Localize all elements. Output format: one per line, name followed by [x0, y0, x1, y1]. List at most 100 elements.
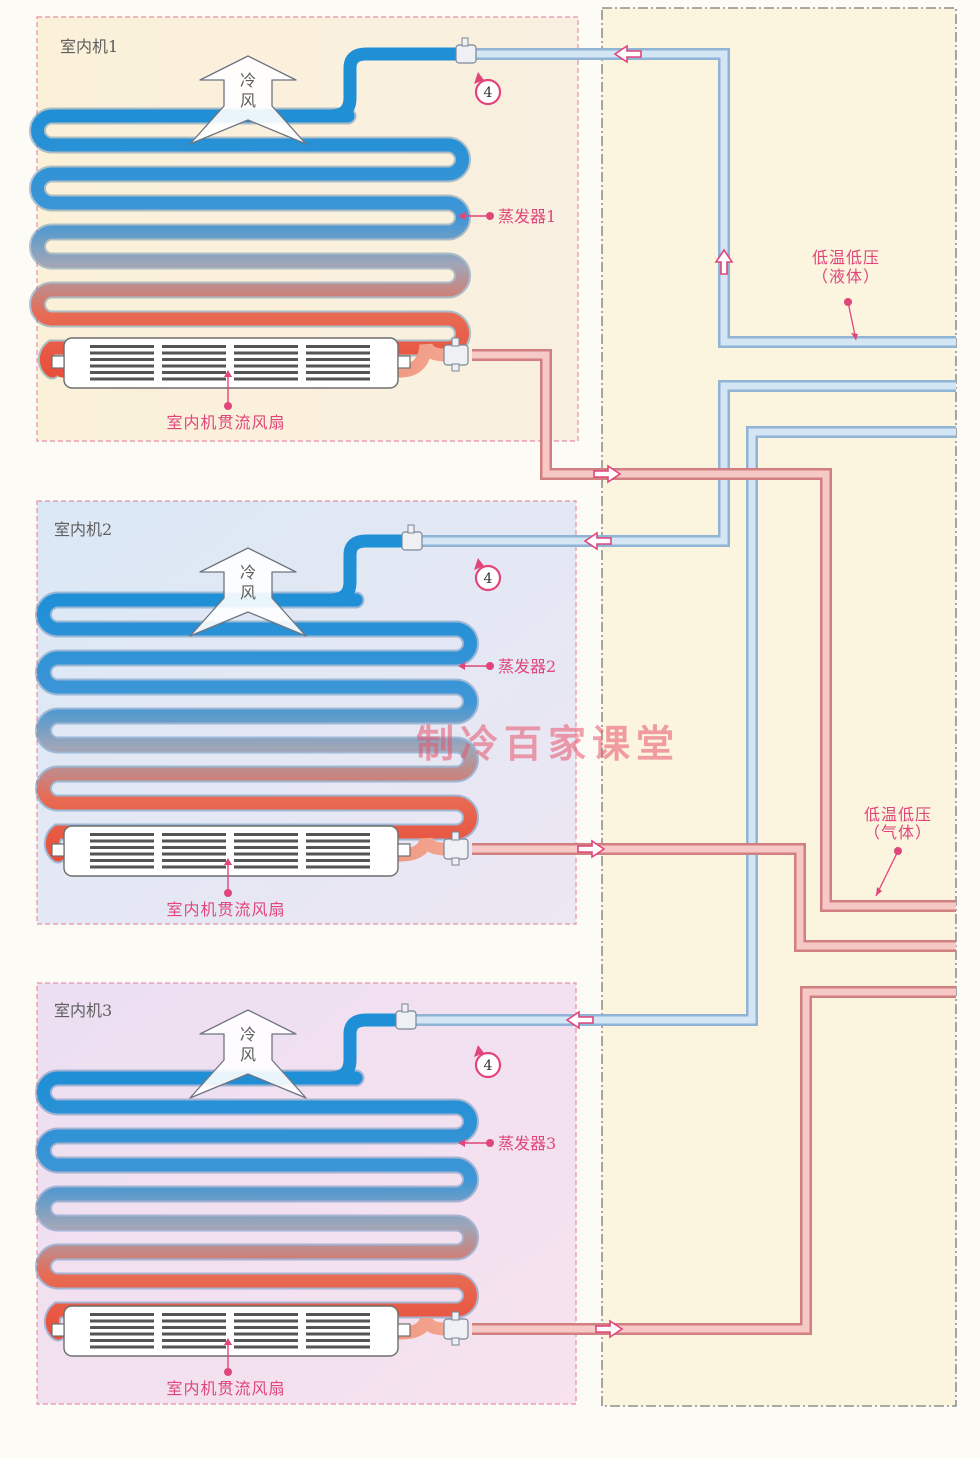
liquid-lines [410, 48, 956, 1026]
gas-valve-stem-bottom [451, 1337, 460, 1346]
gas-valve [443, 344, 469, 366]
fan-blade [306, 1319, 370, 1323]
fan-blade [306, 1326, 370, 1329]
fan-blade [306, 377, 370, 381]
fan-blade [234, 351, 298, 355]
fan-blade [90, 859, 154, 862]
evaporator-pointer-head [458, 662, 465, 670]
flow-arrow-liquid-3 [565, 1010, 594, 1030]
fan-blade [162, 364, 226, 368]
cold-air-arrow [189, 55, 307, 145]
evaporator-label: 蒸发器1 [498, 207, 556, 226]
fan-blade [90, 358, 154, 361]
inlet-pipe [323, 1013, 405, 1085]
fan-blade [234, 358, 298, 361]
gas-valve-stem [451, 1311, 460, 1321]
fan-blade [90, 1345, 154, 1349]
fan-pointer-head [224, 1338, 232, 1345]
fan-shaft-right [397, 843, 411, 857]
fan-pointer-dot [224, 402, 232, 410]
gas-label-line1: 低温低压 [864, 805, 932, 824]
fan-blade [162, 358, 226, 361]
liquid-valve [455, 44, 477, 64]
fan-shaft-left [51, 843, 65, 857]
cold-air-label-1: 冷 [240, 71, 256, 90]
gas-label-pointer [875, 850, 899, 897]
fan-blade [90, 1332, 154, 1336]
fan-blade [162, 345, 226, 348]
fan-blade [162, 351, 226, 355]
fan-blade [234, 345, 298, 348]
flow-arrow-liquid-2 [583, 531, 612, 551]
outlet-pipe [55, 343, 453, 378]
fan-shaft-left [51, 1323, 65, 1337]
fan-pointer-head [224, 858, 232, 865]
fan-blade [162, 859, 226, 862]
fan-blade [90, 371, 154, 374]
liquid-valve-stem [401, 1003, 409, 1013]
fan-blade [162, 371, 226, 374]
evaporator-label: 蒸发器2 [498, 657, 556, 676]
cold-air-arrow [189, 1009, 307, 1099]
flow-arrow-liquid-up [714, 248, 734, 275]
fan-label: 室内机贯流风扇 [166, 1379, 285, 1398]
fan-blade [234, 1313, 298, 1316]
fan-blade [90, 1339, 154, 1342]
watermark: 制冷百家课堂 [416, 721, 680, 766]
fan-blade [306, 846, 370, 849]
fan-blade [90, 852, 154, 856]
fan-blade [234, 839, 298, 843]
fan-blade [306, 1332, 370, 1336]
fan-blade [306, 1345, 370, 1349]
fan-blade [306, 839, 370, 843]
fan-blade [162, 1313, 226, 1316]
fan-blade [162, 846, 226, 849]
fan-blade [90, 345, 154, 348]
flow-arrow-liquid-1 [613, 44, 642, 64]
fan-blade [90, 839, 154, 843]
fan-blade [162, 865, 226, 869]
fan-blade [162, 839, 226, 843]
fan-blade [90, 1326, 154, 1329]
fan-blade [162, 833, 226, 836]
cold-air-arrow [189, 547, 307, 637]
fan-blade [306, 865, 370, 869]
fan-pointer-dot [224, 1368, 232, 1376]
step-badge-number: 4 [484, 571, 493, 587]
fan-blade [90, 364, 154, 368]
evaporator-label: 蒸发器3 [498, 1134, 556, 1153]
gas-valve-stem-bottom [451, 363, 460, 372]
flow-arrow-gas-2 [577, 839, 606, 859]
fan-blade [306, 852, 370, 856]
cold-air-label-1: 冷 [240, 1025, 256, 1044]
gas-valve-stem [451, 337, 460, 347]
inlet-pipe [323, 534, 411, 607]
fan-blade [306, 345, 370, 348]
evaporator-coil [31, 109, 469, 378]
cold-air-label-1: 冷 [240, 563, 256, 582]
fan-blade [234, 1326, 298, 1329]
fan-blade [306, 371, 370, 374]
fan-blade [306, 1313, 370, 1316]
fan-blade [234, 364, 298, 368]
fan-blade [306, 364, 370, 368]
evaporator-coil [37, 593, 477, 862]
fan-blade [306, 1339, 370, 1342]
cold-air-label-2: 风 [240, 1045, 256, 1064]
fan-blade [234, 1345, 298, 1349]
fan-shaft-right [397, 355, 411, 369]
cold-air-label-2: 风 [240, 583, 256, 602]
fan-blade [162, 1319, 226, 1323]
fan-label: 室内机贯流风扇 [166, 900, 285, 919]
fan-shaft-right [397, 1323, 411, 1337]
fan-blade [90, 1319, 154, 1323]
evaporator-pointer-dot [486, 662, 494, 670]
fan-pointer-dot [224, 889, 232, 897]
cold-air-label-2: 风 [240, 91, 256, 110]
fan-blade [306, 351, 370, 355]
fan-blade [234, 865, 298, 869]
fan-label: 室内机贯流风扇 [166, 413, 285, 432]
unit-title: 室内机3 [54, 1001, 112, 1020]
